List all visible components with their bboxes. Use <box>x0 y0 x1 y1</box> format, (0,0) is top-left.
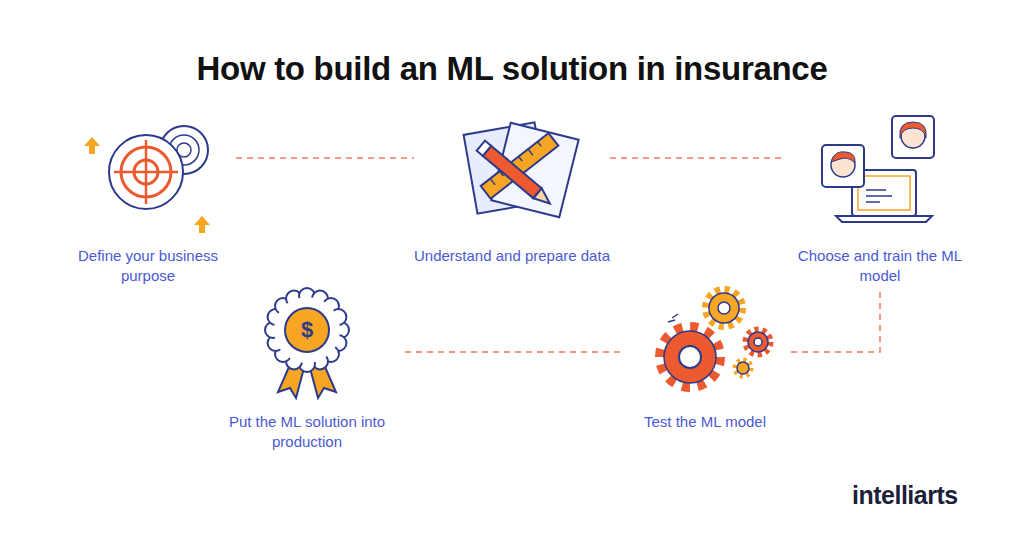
step-node: Test the ML model <box>620 290 790 436</box>
step-node: Put the ML solution into production <box>209 290 405 456</box>
rosette-icon <box>265 288 349 398</box>
step-node: Define your business purpose <box>60 120 236 290</box>
step-node: Understand and prepare data <box>414 120 610 270</box>
step-node: Choose and train the ML model <box>782 120 978 290</box>
dashed-connector <box>236 157 414 159</box>
step-label: Understand and prepare data <box>414 246 610 266</box>
dashed-connector <box>405 351 620 353</box>
dollar-sign: $ <box>292 318 322 342</box>
target-icon <box>84 126 210 233</box>
step-label: Define your business purpose <box>60 246 236 286</box>
step-label: Choose and train the ML model <box>782 246 978 286</box>
gears-icon <box>660 290 770 387</box>
diagram-title: How to build an ML solution in insurance <box>0 50 1024 88</box>
laptop-icon <box>822 116 934 222</box>
step-label: Put the ML solution into production <box>209 412 405 452</box>
papers-icon <box>464 122 579 217</box>
step-label: Test the ML model <box>620 412 790 432</box>
logo-text: intelliarts <box>852 481 958 509</box>
dashed-connector <box>610 157 782 159</box>
dashed-connector <box>790 292 880 352</box>
